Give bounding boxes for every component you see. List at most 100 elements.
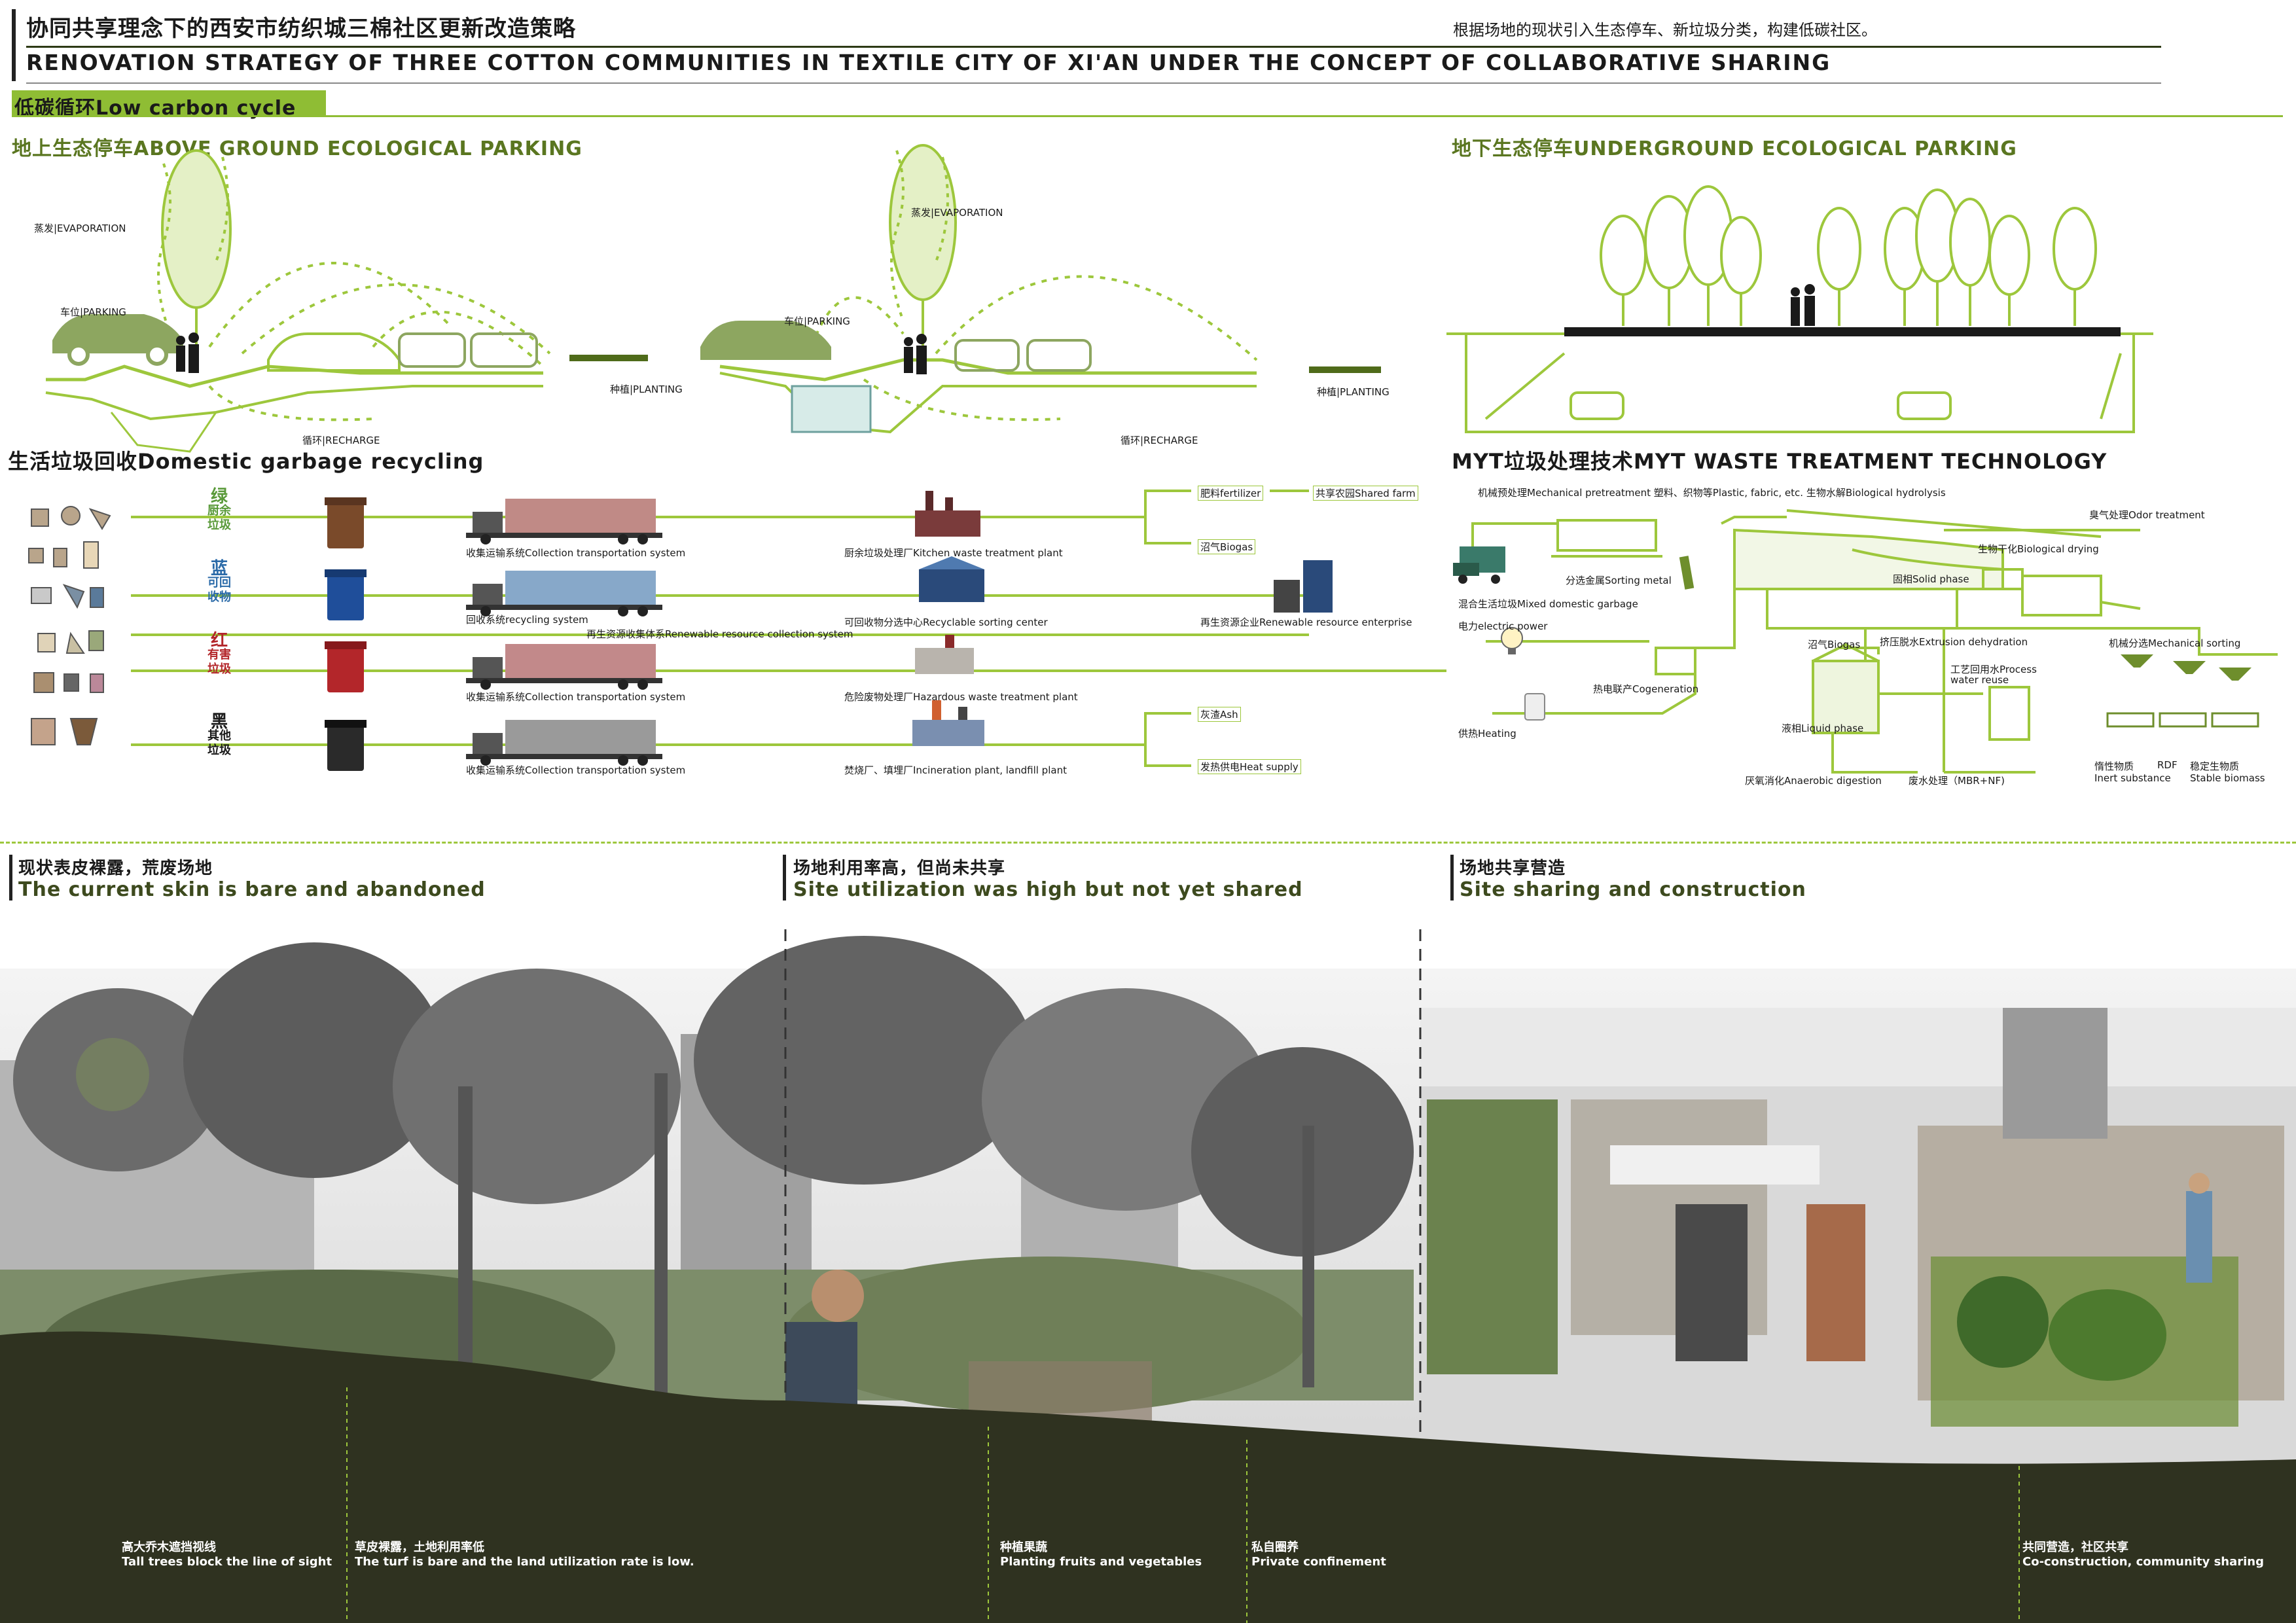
myt-drying: 生物干化Biological drying [1978, 543, 2099, 555]
parking-scene-left [45, 149, 551, 453]
sec3-cn: 场地共享营造 [1460, 859, 1566, 878]
bin-sign-3-char: 黑 [210, 712, 228, 732]
caption-4-en: Co-construction, community sharing [2022, 1555, 2265, 1569]
myt-stable-cn: 稳定生物质 [2190, 760, 2240, 772]
above-parking-diagram [45, 144, 1381, 453]
output-ash: 灰渣Ash [1198, 707, 1241, 722]
plant-label-0: 厨余垃圾处理厂Kitchen waste treatment plant [844, 547, 1063, 559]
cars-left [52, 314, 648, 372]
kitchen-plant-icon [915, 491, 980, 537]
label-evaporation-right: 蒸发|EVAPORATION [911, 207, 1003, 219]
label-recharge-right: 循环|RECHARGE [1121, 435, 1198, 446]
myt-sorting-metal: 分选金属Sorting metal [1566, 575, 1672, 586]
under-parking-title: 地下生态停车UNDERGROUND ECOLOGICAL PARKING [1452, 137, 2017, 160]
sec2-en: Site utilization was high but not yet sh… [793, 878, 1303, 901]
caption-1-cn: 草皮裸露，土地利用率低 [355, 1541, 484, 1554]
highlight-circle [76, 1038, 149, 1111]
incineration-plant-icon [912, 700, 984, 746]
plant-label-2: 危险废物处理厂Hazardous waste treatment plant [844, 691, 1078, 703]
under-parking-diagram [1446, 185, 2153, 433]
label-recharge-left: 循环|RECHARGE [302, 435, 380, 446]
bin-sign-0-l3: 垃圾 [207, 518, 231, 532]
caption-2-en: Planting fruits and vegetables [1000, 1555, 1202, 1569]
enterprise-icon [1274, 560, 1333, 613]
myt-extrusion: 挤压脱水Extrusion dehydration [1880, 636, 2028, 648]
myt-cogeneration: 热电联产Cogeneration [1593, 683, 1699, 695]
sec1-cn: 现状表皮裸露，荒废场地 [18, 859, 213, 878]
caption-4: 共同营造，社区共享 Co-construction, community sha… [2022, 1538, 2264, 1569]
people-right [904, 334, 927, 374]
trees-group [1600, 185, 2097, 326]
bin-sign-2: 红 有害 垃圾 [196, 631, 242, 692]
myt-diagram [1453, 509, 2278, 774]
title-cn: 协同共享理念下的西安市纺织城三棉社区更新改造策略 [26, 16, 576, 42]
output-heat: 发热供电Heat supply [1198, 759, 1301, 774]
transport-label-1: 回收系统recycling system [466, 614, 588, 626]
transport-label-3: 收集运输系统Collection transportation system [466, 764, 686, 776]
header-underline [26, 46, 2161, 48]
myt-rdf: RDF [2157, 759, 2178, 771]
bin-sign-1-l2: 可回 [207, 576, 231, 590]
myt-wastewater: 废水处理（MBR+NF) [1909, 775, 2005, 787]
bin-sign-1-l3: 收物 [207, 590, 231, 604]
above-parking-title: 地上生态停车ABOVE GROUND ECOLOGICAL PARKING [12, 137, 583, 160]
caption-1: 草皮裸露，土地利用率低 The turf is bare and the lan… [355, 1538, 694, 1569]
plant-label-1: 可回收物分选中心Recyclable sorting center [844, 616, 1048, 628]
truck-icon-3 [466, 644, 662, 690]
bin-sign-0-char: 绿 [210, 487, 228, 507]
output-enterprise: 再生资源企业Renewable resource enterprise [1200, 616, 1412, 628]
caption-2: 种植果蔬 Planting fruits and vegetables [1000, 1538, 1202, 1569]
lightbulb-icon [1501, 627, 1523, 654]
recycling-center-icon [919, 556, 984, 602]
label-parking-right: 车位|PARKING [784, 315, 850, 327]
caption-0-cn: 高大乔木遮挡视线 [122, 1541, 216, 1554]
bin-kitchen-icon [325, 497, 367, 548]
bin-sign-1: 蓝 可回 收物 [196, 560, 242, 620]
myt-inert-en: Inert substance [2094, 772, 2171, 784]
bin-sign-2-l3: 垃圾 [207, 662, 231, 676]
heater-icon [1524, 693, 1545, 721]
myt-anaerobic: 厌氧消化Anaerobic digestion [1745, 775, 1882, 787]
title-en: RENOVATION STRATEGY OF THREE COTTON COMM… [26, 50, 1831, 75]
ground-band [0, 1331, 2296, 1623]
sec3-en: Site sharing and construction [1460, 878, 1806, 901]
myt-heating: 供热Heating [1458, 728, 1516, 740]
photo-divider [0, 842, 2296, 844]
sec3-bar [1450, 855, 1454, 901]
myt-electric: 电力electric power [1458, 620, 1548, 632]
label-evaporation-left: 蒸发|EVAPORATION [34, 223, 126, 234]
plant-label-3: 焚烧厂、填埋厂Incineration plant, landfill plan… [844, 764, 1067, 776]
caption-0: 高大乔木遮挡视线 Tall trees block the line of si… [122, 1538, 332, 1569]
caption-1-en: The turf is bare and the land utilizatio… [355, 1555, 694, 1569]
output-fertilizer: 肥料fertilizer [1198, 486, 1264, 501]
myt-liquid: 液相Liquid phase [1782, 722, 1864, 734]
sec1-en: The current skin is bare and abandoned [18, 878, 486, 901]
myt-mechanical: 机械预处理Mechanical pretreatment 塑料、织物等Plast… [1478, 487, 1946, 499]
bin-sign-2-char: 红 [210, 631, 228, 651]
bin-sign-0: 绿 厨余 垃圾 [196, 487, 242, 548]
section-rule [12, 115, 2283, 117]
title-rule [26, 82, 2161, 84]
output-shared-farm: 共享农园Shared farm [1313, 486, 1418, 501]
bin-sign-0-l2: 厨余 [207, 504, 231, 518]
caption-3-en: Private confinement [1251, 1555, 1386, 1569]
caption-4-cn: 共同营造，社区共享 [2022, 1541, 2128, 1554]
garbage-title: 生活垃圾回收Domestic garbage recycling [8, 449, 484, 474]
myt-water-reuse: water reuse [1950, 674, 2009, 686]
truck-icon-4 [466, 720, 662, 766]
myt-mixed: 混合生活垃圾Mixed domestic garbage [1458, 598, 1638, 610]
sec2-cn: 场地利用率高，但尚未共享 [793, 859, 1006, 878]
label-parking-left: 车位|PARKING [60, 306, 126, 318]
myt-odor: 臭气处理Odor treatment [2089, 509, 2205, 521]
bins-column [325, 497, 367, 771]
myt-inert-cn: 惰性物质 [2094, 760, 2134, 772]
caption-0-en: Tall trees block the line of sight [122, 1555, 332, 1569]
garbage-icons [25, 503, 117, 764]
parking-scene-right [719, 144, 1258, 434]
label-planting-left: 种植|PLANTING [610, 383, 683, 395]
bin-hazardous-icon [325, 641, 367, 692]
sec2-bar [783, 855, 786, 901]
transport-label-2: 收集运输系统Collection transportation system [466, 691, 686, 703]
garbage-truck-icon [1453, 546, 1505, 584]
section-tag [12, 90, 326, 116]
